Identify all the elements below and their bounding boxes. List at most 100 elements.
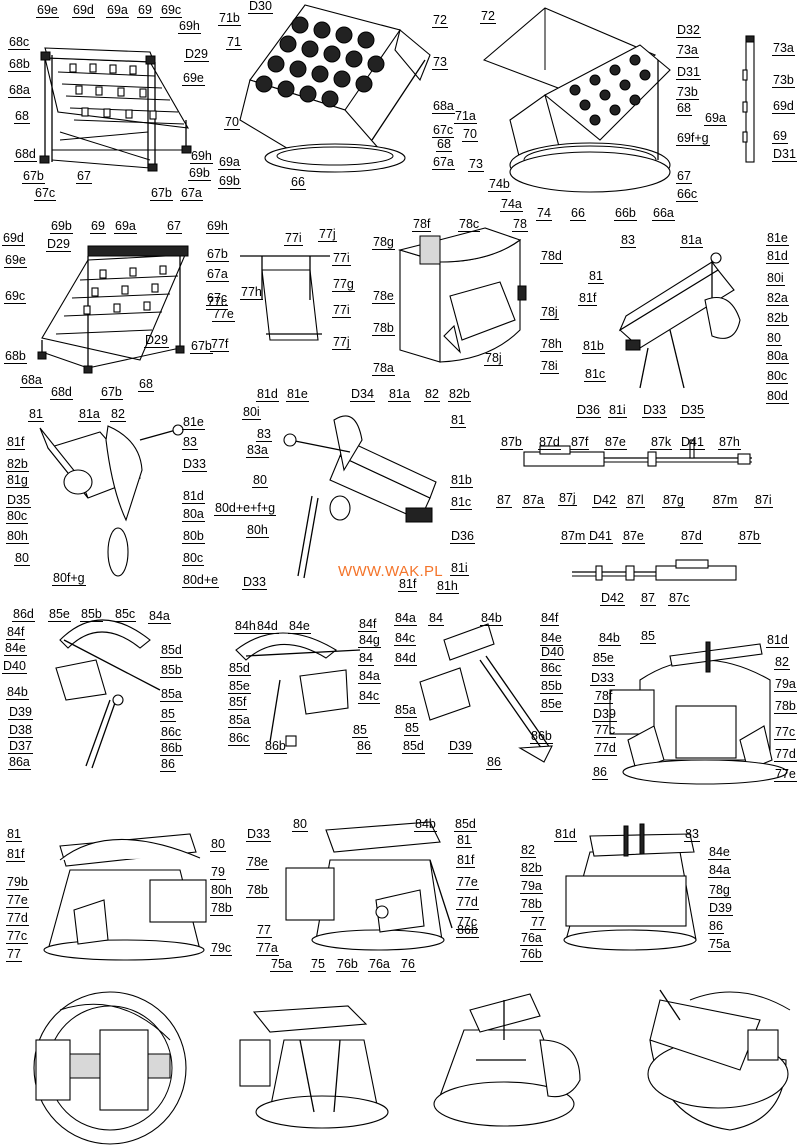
callout-label: 76a (520, 931, 543, 946)
callout-label: 80 (252, 473, 268, 488)
callout-label: 78 (512, 217, 528, 232)
callout-label: 69b (188, 166, 211, 181)
callout-label: 86 (356, 739, 372, 754)
callout-label: 75a (708, 937, 731, 952)
callout-label: 84 (358, 651, 374, 666)
callout-label: 85d (402, 739, 425, 754)
callout-label: 87i (754, 493, 773, 508)
callout-label: 80c (182, 551, 205, 566)
callout-label: 87 (640, 591, 656, 606)
callout-label: 87l (626, 493, 645, 508)
callout-label: D33 (642, 403, 667, 418)
callout-label: 82b (448, 387, 471, 402)
callout-label: 71a (454, 109, 477, 124)
callout-label: 76 (400, 957, 416, 972)
callout-label: 81d (766, 633, 789, 648)
callout-label: 74b (488, 177, 511, 192)
callout-label: 69a (106, 3, 129, 18)
callout-label: 68b (8, 57, 31, 72)
drawing-mount-81-center (283, 415, 437, 579)
callout-label: 77g (332, 277, 355, 292)
callout-label: D35 (6, 493, 31, 508)
callout-label: 69 (90, 219, 106, 234)
callout-label: 78g (372, 235, 395, 250)
callout-label: 67b (190, 339, 213, 354)
callout-label: 73b (772, 73, 795, 88)
callout-label: 87d (680, 529, 703, 544)
callout-label: D36 (450, 529, 475, 544)
callout-label: 69d (772, 99, 795, 114)
callout-label: 77e (212, 307, 235, 322)
callout-label: 78j (540, 305, 559, 320)
callout-label: 85e (228, 679, 251, 694)
callout-label: 81d (766, 249, 789, 264)
callout-label: 69a (218, 155, 241, 170)
callout-label: 80c (6, 509, 29, 524)
callout-label: 85e (540, 697, 563, 712)
callout-label: 84e (288, 619, 311, 634)
callout-label: 77e (456, 875, 479, 890)
callout-label: 80f+g (52, 571, 86, 586)
callout-label: 78i (540, 359, 559, 374)
callout-label: 85e (592, 651, 615, 666)
callout-label: 80 (210, 837, 226, 852)
callout-label: 80i (766, 271, 785, 286)
callout-label: 78f (412, 217, 432, 232)
callout-label: D33 (246, 827, 271, 842)
callout-label: 69d (72, 3, 95, 18)
drawing-single-rail (742, 35, 755, 163)
callout-label: 87g (662, 493, 685, 508)
callout-label: 80h (6, 529, 29, 544)
callout-label: 77i (284, 231, 303, 246)
callout-label: 66b (614, 206, 637, 221)
callout-label: D29 (184, 47, 209, 62)
callout-label: 80a (182, 507, 205, 522)
callout-label: 68a (20, 373, 43, 388)
callout-label: 81b (582, 339, 605, 354)
callout-label: 69h (206, 219, 229, 234)
callout-label: 73 (432, 55, 448, 70)
drawing-turret-right-2 (563, 823, 697, 951)
callout-label: 77a (256, 941, 279, 956)
callout-label: 69a (704, 111, 727, 126)
callout-label: 85d (228, 661, 251, 676)
callout-label: D33 (182, 457, 207, 472)
callout-label: 80d (766, 389, 789, 404)
drawing-rack-frame (39, 47, 192, 172)
callout-label: 70 (462, 127, 478, 142)
callout-label: 87h (718, 435, 741, 450)
callout-label: 80b (182, 529, 205, 544)
callout-label: 78f (594, 689, 614, 704)
drawing-turret-left (43, 833, 207, 961)
callout-label: 77h (240, 285, 263, 300)
callout-label: 68 (676, 101, 692, 116)
callout-label: D41 (680, 435, 705, 450)
callout-label: 81c (450, 495, 473, 510)
callout-label: 82a (766, 291, 789, 306)
callout-label: 86 (708, 919, 724, 934)
callout-label: 80i (242, 405, 261, 420)
callout-label: 74 (536, 206, 552, 221)
drawing-turret-right (609, 641, 788, 785)
callout-label: 77f (210, 337, 230, 352)
drawing-mount-81-left (39, 424, 184, 577)
callout-label: 86c (160, 725, 183, 740)
callout-label: D36 (576, 403, 601, 418)
callout-label: D39 (8, 705, 33, 720)
callout-label: 76b (336, 957, 359, 972)
drawing-gun-87-lower (572, 559, 737, 581)
callout-label: 79b (6, 875, 29, 890)
callout-label: 68 (14, 109, 30, 124)
callout-label: 67c (34, 186, 57, 201)
callout-label: 81f (6, 847, 26, 862)
callout-label: D31 (676, 65, 701, 80)
drawing-box-78 (397, 227, 527, 363)
callout-label: 81 (28, 407, 44, 422)
callout-label: 77j (332, 335, 351, 350)
callout-label: 87j (558, 491, 577, 506)
callout-label: 81a (680, 233, 703, 248)
callout-label: 69e (4, 253, 27, 268)
callout-label: 81i (608, 403, 627, 418)
callout-label: 87d (538, 435, 561, 450)
